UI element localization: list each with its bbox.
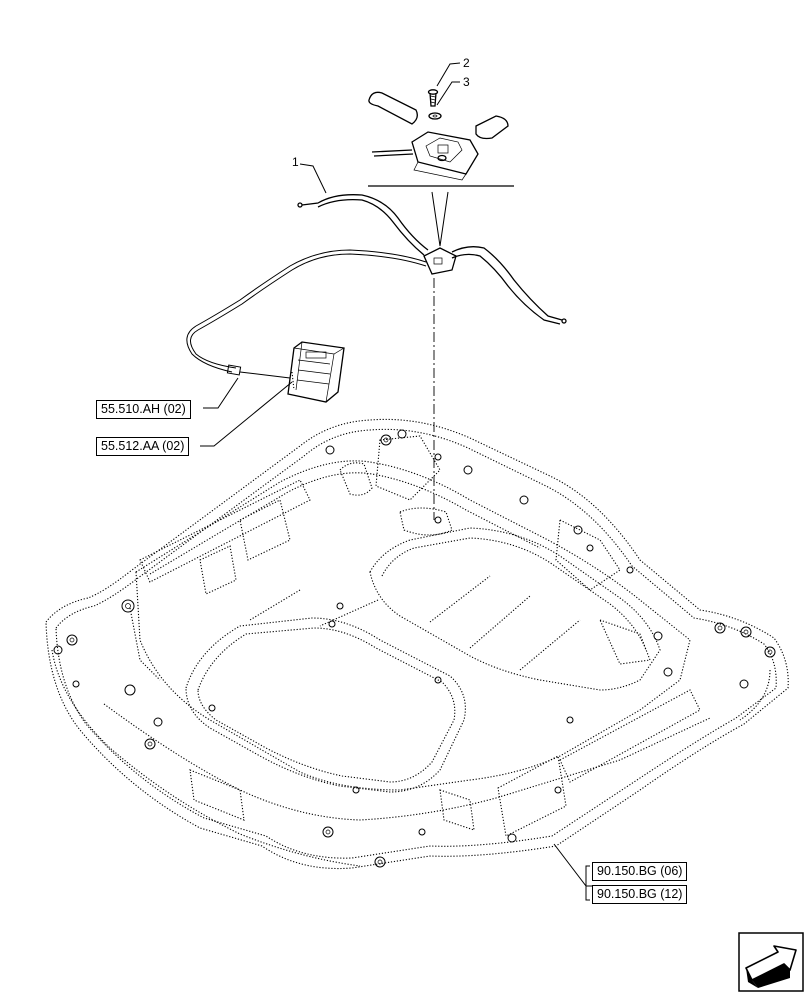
ref-90-150-bg-12[interactable]: 90.150.BG (12) xyxy=(592,885,688,904)
callout-3: 3 xyxy=(463,75,470,89)
antenna-cable xyxy=(186,194,567,379)
ref-90-150-bg-06[interactable]: 90.150.BG (06) xyxy=(592,862,688,881)
leader-55-512 xyxy=(200,381,293,447)
callout-2: 2 xyxy=(463,56,470,70)
leader-3 xyxy=(436,81,460,106)
screw xyxy=(427,89,439,107)
leader-55-510 xyxy=(203,377,239,409)
leader-2 xyxy=(436,62,461,87)
washer xyxy=(428,112,442,120)
ref-55-510-ah-02[interactable]: 55.510.AH (02) xyxy=(96,400,191,419)
cab-roof xyxy=(45,418,789,870)
leader-1 xyxy=(299,163,327,194)
ref-bracket xyxy=(585,865,590,901)
callout-1: 1 xyxy=(292,155,299,169)
detail-pointer xyxy=(431,191,449,247)
next-page-arrow-icon[interactable] xyxy=(738,932,804,992)
ref-55-512-aa-02[interactable]: 55.512.AA (02) xyxy=(96,437,190,456)
receiver-module xyxy=(287,341,345,403)
roof-bosses xyxy=(53,429,776,868)
antenna-bracket xyxy=(368,91,509,181)
